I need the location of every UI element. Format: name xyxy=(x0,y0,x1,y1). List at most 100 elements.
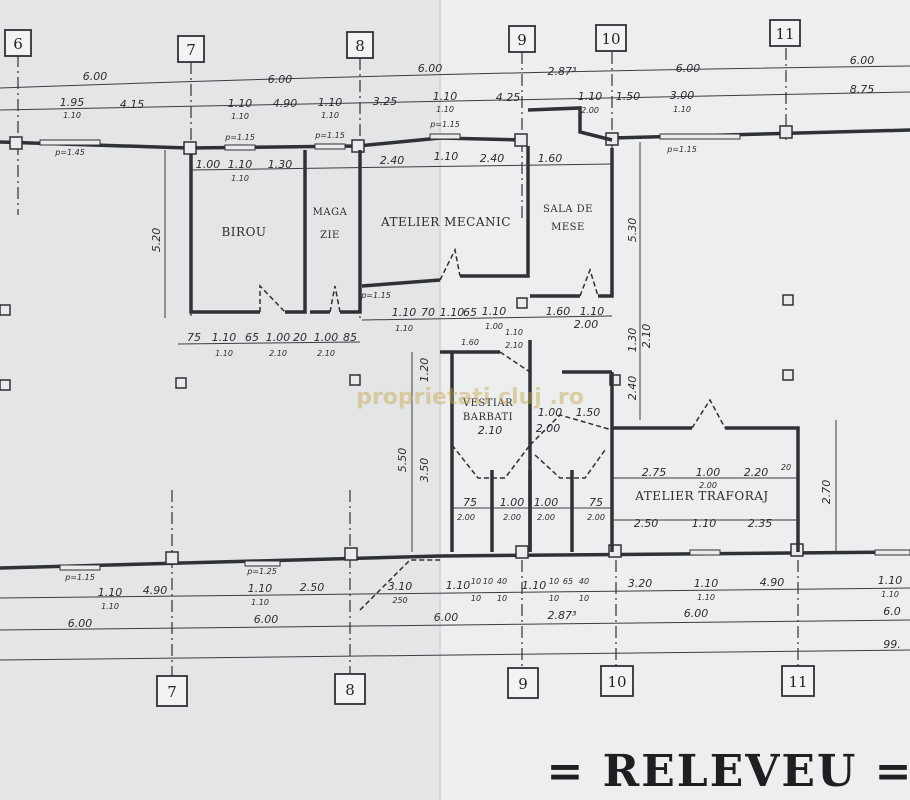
column-7-bottom xyxy=(165,551,179,565)
dim-lower-9: 1.00 xyxy=(500,496,525,509)
room-labels: BIROU MAGA ZIE ATELIER MECANIC SALA DE M… xyxy=(221,204,768,503)
dim-mid-14: 1.10 xyxy=(482,305,507,318)
dim-top-1-5: 6.00 xyxy=(850,54,875,67)
dim-mid-13: 65 xyxy=(463,306,477,319)
door-birou xyxy=(259,284,286,313)
dim-top-2-10: 3.00 xyxy=(670,89,695,102)
dim-bot-1-0: 1.10 xyxy=(98,586,123,599)
dim-top-2-11: 8.75 xyxy=(850,83,875,96)
dim-inner-top-2: 1.30 xyxy=(268,158,293,171)
door-stall-1 xyxy=(451,444,531,479)
pillar-6 xyxy=(782,369,794,381)
dim-mid-10: 1.10 xyxy=(392,306,417,319)
dimension-lines-top: 6.00 6.00 6.00 2.87³ 6.00 6.00 1.95 4.15… xyxy=(0,54,910,121)
dim-line-bottom-3 xyxy=(0,649,910,661)
axis-label-6: 6 xyxy=(13,35,23,53)
parapet-5: p=1.15 xyxy=(360,291,391,300)
dim-bot-1s-5: 10 xyxy=(549,594,559,603)
pillar-2 xyxy=(0,379,11,391)
axis-box-10-bottom xyxy=(600,665,634,697)
dim-vert-7: 3.50 xyxy=(418,458,431,483)
dim-bot-2-4: 6.00 xyxy=(684,607,709,620)
dim-bot-1s-8: 1.10 xyxy=(881,590,899,599)
axis-label-8: 8 xyxy=(355,37,365,55)
axis-box-11-bottom xyxy=(781,665,815,697)
pillar-3 xyxy=(175,377,187,389)
axis-box-6 xyxy=(4,29,32,57)
dim-inner-top-6: 1.60 xyxy=(538,152,563,165)
exterior-walls xyxy=(0,128,910,571)
dim-vert-1: 5.30 xyxy=(626,218,639,243)
dim-inner-top-4: 1.10 xyxy=(434,150,459,163)
dim-bot-1-7: 10 xyxy=(483,577,493,586)
dim-mid-7: 1.10 xyxy=(215,349,233,358)
dim-top-2s-1: 1.10 xyxy=(231,112,249,121)
interior-walls-lower xyxy=(359,340,800,611)
dim-top-1-1: 6.00 xyxy=(268,73,293,86)
dim-lower-6: 1.10 xyxy=(692,517,717,530)
dim-top-2-7: 4.25 xyxy=(496,91,521,104)
axis-box-7-bottom xyxy=(156,675,188,707)
wall-atelier-right xyxy=(460,146,530,278)
dimension-lines-bottom: 1.10 4.90 1.10 2.50 3.10 1.10 10 10 40 1… xyxy=(0,574,910,661)
window-2 xyxy=(224,144,256,151)
door-sala xyxy=(579,267,599,297)
axis-label-9-bottom: 9 xyxy=(518,675,528,693)
dim-lower-2: 2.20 xyxy=(744,466,769,479)
axis-box-8 xyxy=(346,31,374,59)
dim-bot-1s-4: 10 xyxy=(497,594,507,603)
room-magazie-line1: MAGA xyxy=(313,207,348,218)
dim-mid-22: 1.10 xyxy=(580,305,605,318)
dim-bot-1-1: 4.90 xyxy=(143,584,168,597)
dim-bot-1-12: 40 xyxy=(579,577,589,586)
dim-top-2s-5: 1.10 xyxy=(673,105,691,114)
dimension-vertical: 5.20 5.30 1.30 2.10 2.40 1.20 5.50 3.50 … xyxy=(150,142,837,552)
column-9-bottom xyxy=(515,545,529,559)
column-8 xyxy=(351,139,365,153)
dim-mid-18: 1.10 xyxy=(505,328,523,337)
window-9 xyxy=(874,549,910,556)
door-stall-2 xyxy=(534,449,606,479)
dim-top-2-2: 1.10 xyxy=(228,97,253,110)
dim-bot-1-5: 1.10 xyxy=(446,579,471,592)
dim-lower-12: 2.00 xyxy=(457,513,475,522)
dim-vert-6: 5.50 xyxy=(396,448,409,473)
dim-mid-19: 2.10 xyxy=(505,341,523,350)
dim-inner-top-5: 2.40 xyxy=(480,152,505,165)
axis-label-10-bottom: 10 xyxy=(607,673,626,691)
dim-vert-4: 2.40 xyxy=(626,376,639,401)
dim-lower-15: 2.00 xyxy=(587,513,605,522)
axis-labels-bottom: 7 8 9 10 11 xyxy=(156,665,815,707)
dim-line-mid-left xyxy=(177,341,361,345)
room-sala-mese-line2: MESE xyxy=(551,222,585,233)
parapet-notes: p=1.45 p=1.15 p=1.15 p=1.15 p=1.15 p=1.1… xyxy=(54,120,697,582)
dim-bot-2-1: 6.00 xyxy=(254,613,279,626)
dim-mid-21: 1.60 xyxy=(546,305,571,318)
dimension-mid: 75 1.10 65 1.00 20 1.00 85 1.10 2.10 2.1… xyxy=(177,305,613,437)
dim-mid-4: 20 xyxy=(293,331,307,344)
room-birou: BIROU xyxy=(221,225,266,239)
dim-mid-5: 1.00 xyxy=(314,331,339,344)
parapet-6: p=1.15 xyxy=(64,573,95,582)
dim-top-2-8: 1.10 xyxy=(578,90,603,103)
dim-mid-6: 85 xyxy=(343,331,357,344)
axis-label-9: 9 xyxy=(517,31,527,49)
dim-lower-3: 20 xyxy=(781,463,791,472)
door-magazie xyxy=(329,285,341,313)
dim-bot-1s-6: 10 xyxy=(579,594,589,603)
dim-top-2-4: 1.10 xyxy=(318,96,343,109)
pillar-1 xyxy=(0,304,11,316)
dim-bot-1-16: 1.10 xyxy=(878,574,903,587)
dim-top-2s-4: 2.00 xyxy=(581,106,599,115)
parapet-7: p=1.25 xyxy=(246,567,277,576)
dim-mid-0: 75 xyxy=(187,331,201,344)
wall-birou-left xyxy=(189,154,260,314)
axis-box-11 xyxy=(769,19,801,47)
watermark: proprietati cluj .ro xyxy=(356,385,584,410)
dim-bot-1-6: 10 xyxy=(471,577,481,586)
dim-bot-2-2: 6.00 xyxy=(434,611,459,624)
dim-bot-1-15: 4.90 xyxy=(760,576,785,589)
dim-lower-13: 2.00 xyxy=(503,513,521,522)
dim-bot-1-14: 1.10 xyxy=(694,577,719,590)
